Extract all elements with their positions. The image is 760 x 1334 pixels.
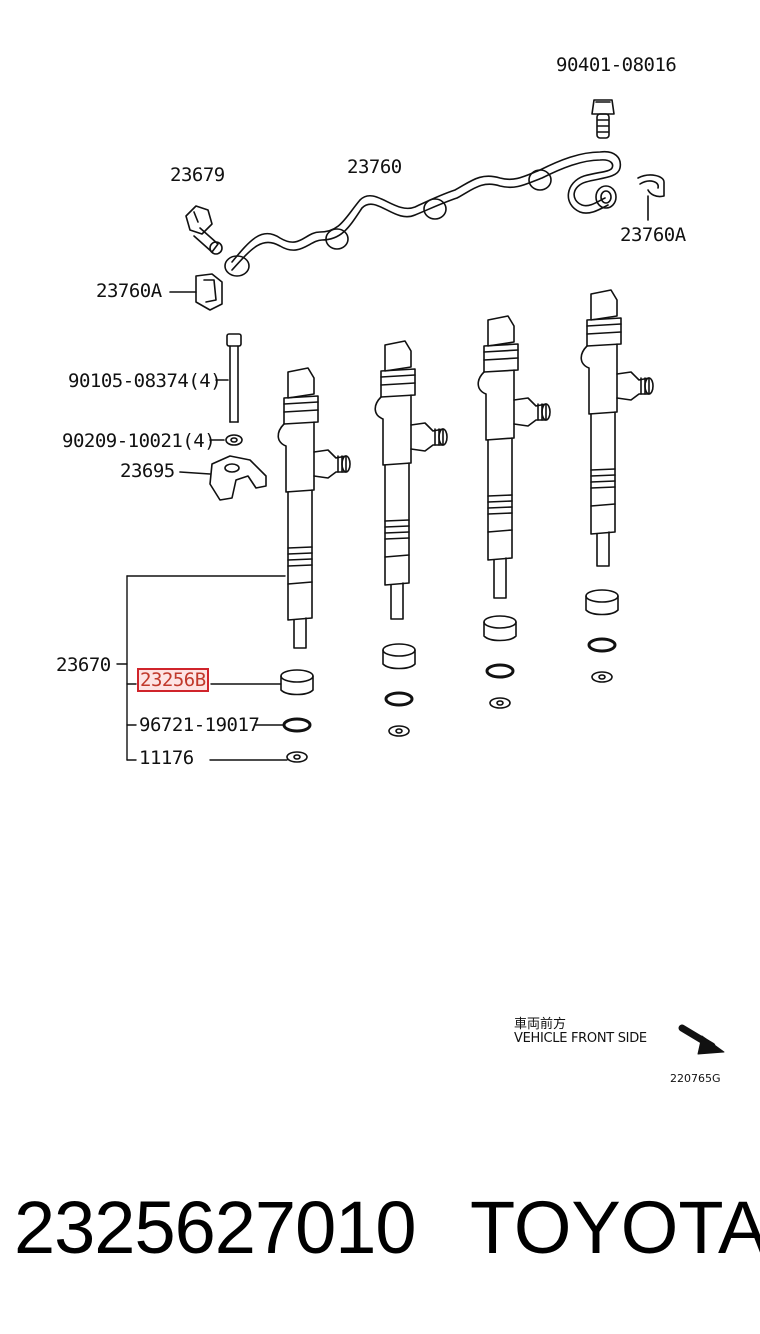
injector-2 bbox=[374, 340, 448, 620]
oring-3 bbox=[485, 663, 515, 679]
label-23760a-right: 23760A bbox=[620, 224, 686, 246]
bolt-90401 bbox=[591, 99, 615, 139]
label-23760a-left: 23760A bbox=[96, 280, 162, 302]
diagram-ref-code: 220765G bbox=[670, 1072, 721, 1085]
vehicle-front-arrow bbox=[678, 1024, 725, 1055]
seal-cup-3 bbox=[483, 615, 517, 642]
part-number: 2325627010 bbox=[14, 1186, 417, 1269]
label-23670: 23670 bbox=[56, 654, 111, 676]
seal-cup-2 bbox=[382, 643, 416, 670]
bolt-90105 bbox=[215, 333, 242, 423]
injector-1 bbox=[277, 367, 351, 649]
exploded-parts-diagram bbox=[116, 99, 725, 1055]
injector-3 bbox=[477, 315, 551, 599]
oring-2 bbox=[384, 691, 414, 707]
oring-4 bbox=[587, 637, 617, 653]
gasket-4 bbox=[591, 671, 613, 683]
label-23760: 23760 bbox=[347, 156, 402, 178]
label-96721-19017: 96721-19017 bbox=[139, 714, 260, 736]
label-23695: 23695 bbox=[120, 460, 175, 482]
union-bolt-23679 bbox=[185, 205, 223, 255]
label-90401-08016: 90401-08016 bbox=[556, 54, 677, 76]
fuel-pipe bbox=[224, 150, 622, 277]
seal-cup-4 bbox=[585, 589, 619, 616]
label-23679: 23679 bbox=[170, 164, 225, 186]
vehicle-front-en: VEHICLE FRONT SIDE bbox=[514, 1031, 647, 1046]
gasket-2 bbox=[388, 725, 410, 737]
label-23256b-highlighted[interactable]: 23256B bbox=[137, 668, 209, 692]
clamp-23695 bbox=[179, 455, 267, 501]
gasket-3 bbox=[489, 697, 511, 709]
injector-4 bbox=[580, 289, 654, 567]
label-90209-10021: 90209-10021(4) bbox=[62, 430, 216, 452]
washer-90209 bbox=[209, 434, 243, 446]
clamp-23760a-right bbox=[637, 174, 665, 221]
brand-name: TOYOTA bbox=[470, 1186, 760, 1269]
oring-1 bbox=[282, 717, 312, 733]
gasket-1 bbox=[286, 751, 308, 763]
label-11176: 11176 bbox=[139, 747, 194, 769]
vehicle-front-jp: 車両前方 bbox=[514, 1017, 567, 1032]
clamp-23760a-left bbox=[169, 273, 223, 311]
seal-cup-1 bbox=[280, 669, 314, 696]
assembly-bracket-lines bbox=[116, 575, 288, 761]
label-90105-08374: 90105-08374(4) bbox=[68, 370, 222, 392]
